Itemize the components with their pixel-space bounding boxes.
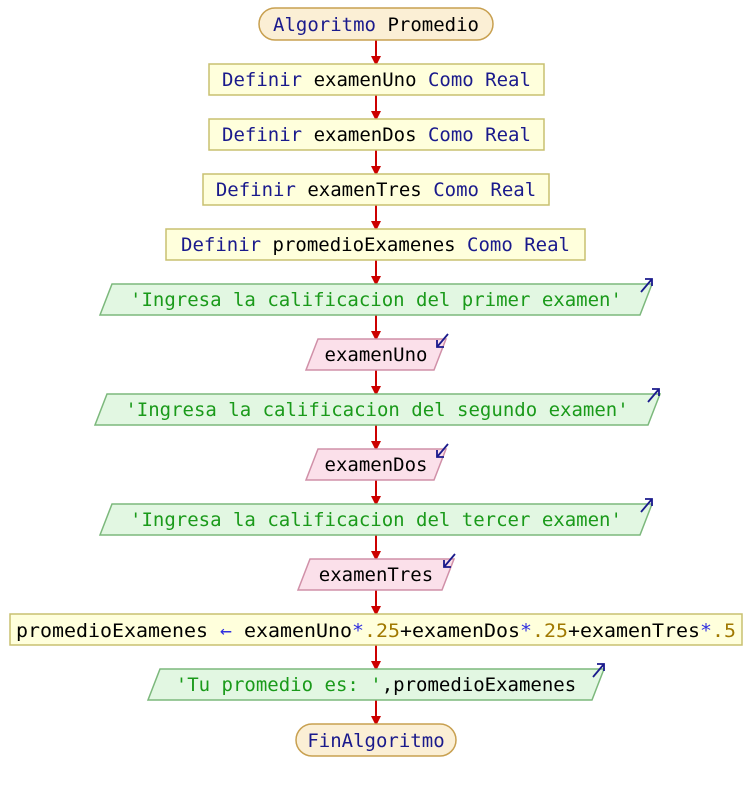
input-arrow-icon [443, 553, 456, 568]
svg-text:Definir examenDos Como Real: Definir examenDos Como Real [222, 124, 531, 146]
svg-text:'Ingresa la calificacion del p: 'Ingresa la calificacion del primer exam… [130, 289, 622, 311]
output-arrow-icon [647, 388, 660, 403]
start-terminal: Algoritmo Promedio [258, 7, 494, 41]
input-arrow-icon [436, 443, 449, 458]
algorithm-name: Promedio [387, 14, 479, 36]
output-block-3: 'Ingresa la calificacion del tercer exam… [98, 498, 654, 536]
svg-text:'Ingresa la calificacion del s: 'Ingresa la calificacion del segundo exa… [125, 399, 628, 421]
output-arrow-icon [640, 498, 653, 513]
input-block-1: examenUno [304, 333, 449, 371]
input-block-3: examenTres [296, 553, 456, 591]
svg-text:examenDos: examenDos [325, 454, 428, 476]
svg-text:'Ingresa la calificacion del t: 'Ingresa la calificacion del tercer exam… [130, 509, 622, 531]
define-block-2: Definir examenDos Como Real [208, 118, 545, 151]
output-arrow-icon [592, 663, 605, 678]
svg-text:Definir examenTres Como Real: Definir examenTres Como Real [216, 179, 536, 201]
end-keyword: FinAlgoritmo [307, 730, 444, 752]
svg-text:Definir promedioExamenes Como: Definir promedioExamenes Como Real [181, 234, 570, 256]
end-terminal: FinAlgoritmo [295, 723, 457, 757]
svg-text:'Tu promedio es: ',promedioExa: 'Tu promedio es: ',promedioExamenes [176, 674, 576, 696]
svg-text:promedioExamenes ← examenUno*.: promedioExamenes ← examenUno*.25+examenD… [16, 620, 736, 642]
assignment-block: promedioExamenes ← examenUno*.25+examenD… [9, 613, 743, 646]
output-block-final: 'Tu promedio es: ',promedioExamenes [146, 663, 606, 701]
input-block-2: examenDos [304, 443, 449, 481]
define-block-3: Definir examenTres Como Real [202, 173, 550, 206]
define-block-1: Definir examenUno Como Real [208, 63, 545, 96]
define-block-4: Definir promedioExamenes Como Real [165, 228, 586, 261]
input-arrow-icon [436, 333, 449, 348]
svg-text:examenUno: examenUno [325, 344, 428, 366]
start-keyword: Algoritmo [273, 14, 376, 36]
svg-text:Algoritmo Promedio: Algoritmo Promedio [273, 14, 479, 36]
svg-text:examenTres: examenTres [319, 564, 433, 586]
output-arrow-icon [640, 278, 653, 293]
svg-text:Definir examenUno Como Real: Definir examenUno Como Real [222, 69, 531, 91]
output-block-2: 'Ingresa la calificacion del segundo exa… [93, 388, 662, 426]
output-block-1: 'Ingresa la calificacion del primer exam… [98, 278, 654, 316]
